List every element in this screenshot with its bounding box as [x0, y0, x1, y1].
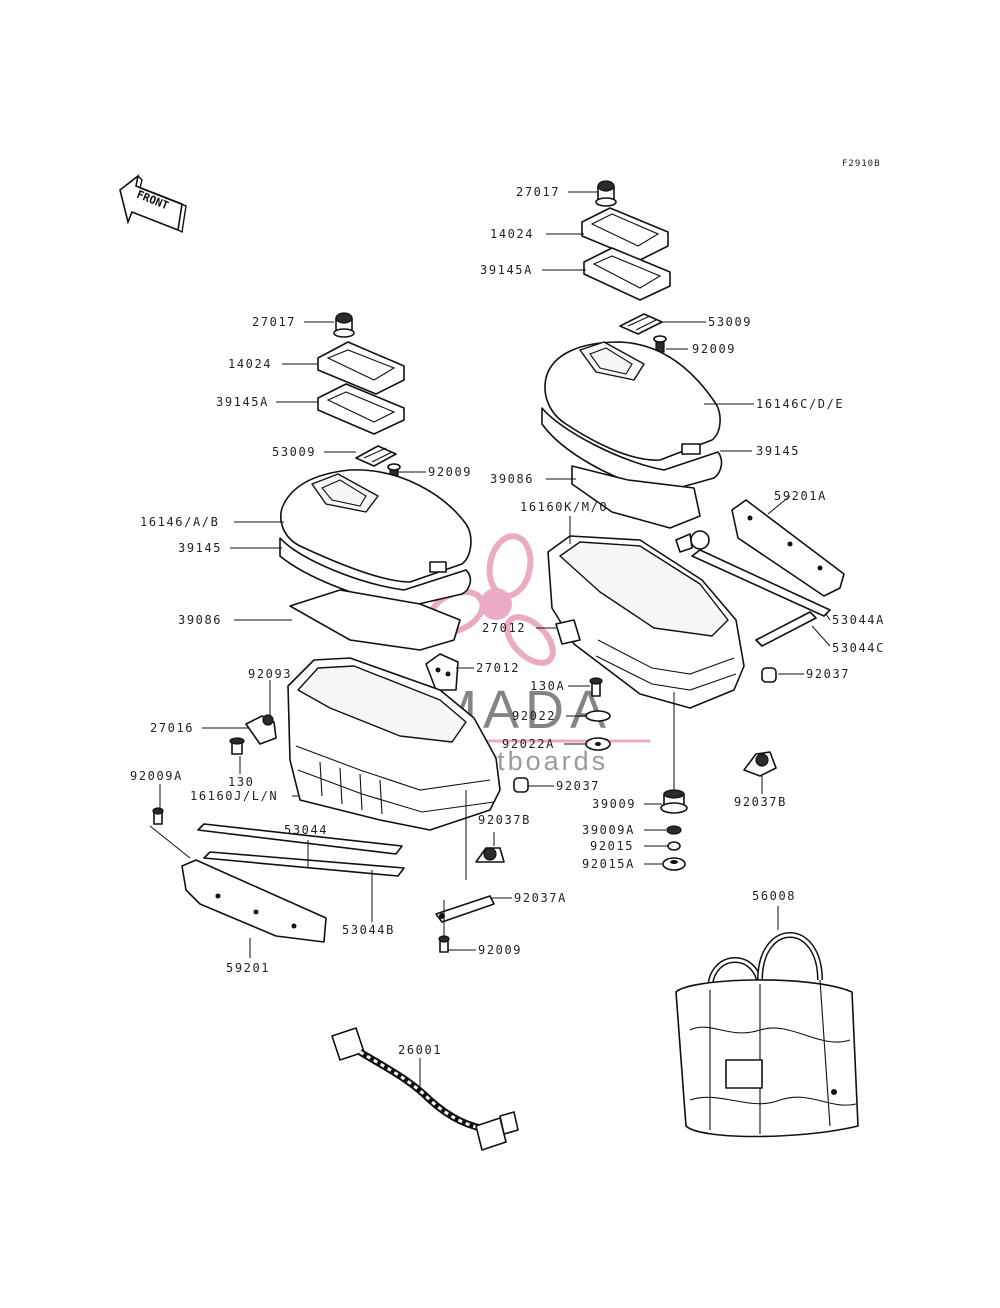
figure-code: F2910B: [842, 159, 881, 169]
right-trim-strip-c[interactable]: [755, 611, 817, 647]
callout-53009-left[interactable]: 53009: [272, 445, 316, 459]
right-case-seal[interactable]: [541, 407, 723, 493]
callout-92009-bottom[interactable]: 92009: [478, 943, 522, 957]
left-lid-gasket[interactable]: [317, 383, 405, 435]
callout-39145-left[interactable]: 39145: [178, 541, 222, 555]
callout-92015[interactable]: 92015: [590, 839, 634, 853]
right-cap-knob[interactable]: [595, 180, 617, 207]
callout-92037a[interactable]: 92037A: [514, 891, 567, 905]
right-top-case[interactable]: [544, 341, 721, 461]
callout-39009[interactable]: 39009: [592, 797, 636, 811]
callout-56008[interactable]: 56008: [752, 889, 796, 903]
callout-14024-top[interactable]: 14024: [490, 227, 534, 241]
callout-53009-right[interactable]: 53009: [708, 315, 752, 329]
left-hinge[interactable]: [355, 445, 397, 467]
callout-26001[interactable]: 26001: [398, 1043, 442, 1057]
callout-53044[interactable]: 53044: [284, 823, 328, 837]
left-lower-box[interactable]: [287, 657, 501, 831]
right-lid-cover[interactable]: [581, 207, 669, 261]
left-liner-mat[interactable]: [289, 589, 461, 651]
wiring-harness[interactable]: [331, 1027, 519, 1151]
callout-16160jln[interactable]: 16160J/L/N: [190, 789, 278, 803]
callout-92037-right[interactable]: 92037: [806, 667, 850, 681]
mid-strap-plate[interactable]: [435, 895, 495, 923]
callout-39086-left[interactable]: 39086: [178, 613, 222, 627]
callout-92037b-right[interactable]: 92037B: [734, 795, 787, 809]
right-lower-box[interactable]: [547, 535, 745, 709]
mid-rubber-stop[interactable]: [513, 777, 529, 793]
callout-92015a[interactable]: 92015A: [582, 857, 635, 871]
callout-16146ab[interactable]: 16146/A/B: [140, 515, 219, 529]
callout-92037b-mid[interactable]: 92037B: [478, 813, 531, 827]
duffel-bag[interactable]: [675, 932, 859, 1138]
right-clamp-92037b[interactable]: [743, 751, 777, 777]
right-cable-clip[interactable]: [675, 530, 710, 553]
front-arrow-icon: FRONT: [119, 174, 187, 234]
callout-92009-right[interactable]: 92009: [692, 342, 736, 356]
callout-16160kmo[interactable]: 16160K/M/O: [520, 500, 608, 514]
callout-59201[interactable]: 59201: [226, 961, 270, 975]
washer-92022[interactable]: [585, 710, 611, 722]
left-trim-strip[interactable]: [197, 823, 403, 855]
grommet-39009[interactable]: [660, 789, 688, 814]
callout-130a[interactable]: 130A: [530, 679, 565, 693]
washer-92022a[interactable]: [585, 737, 611, 751]
left-lock-assembly[interactable]: [245, 714, 277, 745]
left-mount-bracket[interactable]: [425, 653, 459, 691]
grommet-39009a[interactable]: [666, 825, 682, 835]
callout-39086-right[interactable]: 39086: [490, 472, 534, 486]
right-hinge-screw[interactable]: [653, 335, 667, 353]
mid-bottom-screw[interactable]: [438, 935, 450, 953]
right-lid-gasket[interactable]: [583, 247, 671, 301]
callout-53044a[interactable]: 53044A: [832, 613, 885, 627]
right-latch[interactable]: [555, 619, 581, 645]
left-top-case[interactable]: [280, 469, 472, 583]
right-trim-strip-a[interactable]: [691, 549, 831, 617]
callout-92009-left[interactable]: 92009: [428, 465, 472, 479]
right-rubber-stop[interactable]: [761, 667, 777, 683]
callout-92093[interactable]: 92093: [248, 667, 292, 681]
left-front-screw[interactable]: [152, 807, 164, 825]
callout-92009a[interactable]: 92009A: [130, 769, 183, 783]
left-side-panel[interactable]: [181, 859, 327, 943]
callout-27012-left[interactable]: 27012: [476, 661, 520, 675]
callout-27016[interactable]: 27016: [150, 721, 194, 735]
left-cap-knob[interactable]: [333, 312, 355, 338]
callout-39145a-top[interactable]: 39145A: [480, 263, 533, 277]
right-hinge[interactable]: [619, 313, 663, 335]
callout-27017-left[interactable]: 27017: [252, 315, 296, 329]
collar-92015a[interactable]: [662, 857, 686, 871]
callout-59201a[interactable]: 59201A: [774, 489, 827, 503]
callout-14024-left[interactable]: 14024: [228, 357, 272, 371]
leader-lines: [149, 191, 831, 1092]
callout-92022a[interactable]: 92022A: [502, 737, 555, 751]
bolt-130a[interactable]: [589, 677, 603, 697]
callout-39009a[interactable]: 39009A: [582, 823, 635, 837]
left-case-seal[interactable]: [279, 537, 472, 607]
callout-39145-right[interactable]: 39145: [756, 444, 800, 458]
callout-16146cde[interactable]: 16146C/D/E: [756, 397, 844, 411]
left-trim-strip-b[interactable]: [203, 851, 405, 877]
left-lid-cover[interactable]: [317, 341, 405, 395]
right-liner-mat[interactable]: [571, 465, 701, 529]
callout-92022[interactable]: 92022: [512, 709, 556, 723]
callout-92037-mid[interactable]: 92037: [556, 779, 600, 793]
callout-53044c[interactable]: 53044C: [832, 641, 885, 655]
callout-labels: 27017 14024 39145A 53009 92009 16146C/D/…: [130, 185, 885, 1057]
mid-clamp[interactable]: [475, 847, 505, 863]
callout-39145a-left[interactable]: 39145A: [216, 395, 269, 409]
left-lock-screw[interactable]: [229, 737, 245, 755]
callout-27017-top[interactable]: 27017: [516, 185, 560, 199]
callout-130[interactable]: 130: [228, 775, 254, 789]
collar-92015[interactable]: [667, 841, 681, 851]
callout-53044b[interactable]: 53044B: [342, 923, 395, 937]
right-side-panel[interactable]: [731, 499, 845, 597]
callout-27012-right[interactable]: 27012: [482, 621, 526, 635]
